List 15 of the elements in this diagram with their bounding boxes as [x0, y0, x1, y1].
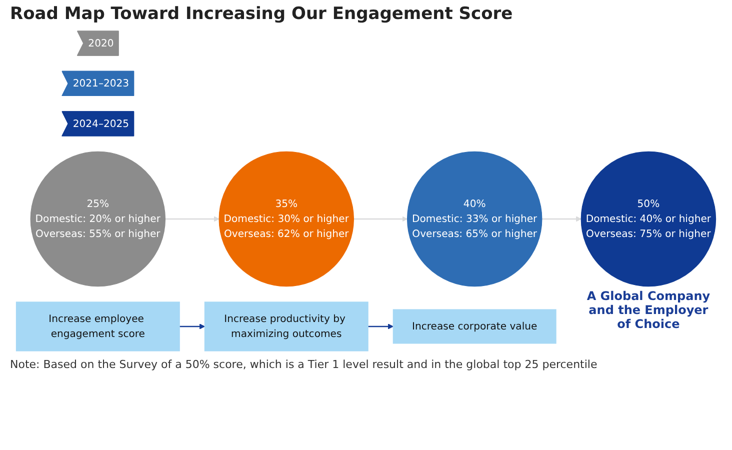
node-circle: 35% Domestic: 30% or higher Overseas: 62% or higher — [218, 151, 354, 287]
node-box: Increase employee engagement score — [16, 302, 180, 352]
node-box: Increase productivity by maximizing outcomes — [204, 302, 368, 352]
arrow — [165, 216, 220, 222]
arrow — [354, 216, 408, 222]
diagram-title: Road Map Toward Increasing Our Engagement Score — [10, 4, 514, 24]
node-caption: A Global Company and the Employer of Choice — [586, 289, 712, 332]
arrow — [542, 216, 582, 222]
node-circle: 50% Domestic: 40% or higher Overseas: 75% or higher — [580, 151, 716, 287]
note-text: Note: Based on the Survey of a 50% score, which is a Tier 1 level result and in the global top 25 percentile — [10, 358, 598, 371]
node-circle: 25% Domestic: 20% or higher Overseas: 55% or higher — [30, 151, 166, 287]
arrow — [368, 324, 394, 330]
arrow — [180, 324, 205, 330]
node-circle: 40% Domestic: 33% or higher Overseas: 65% or higher — [406, 151, 542, 287]
node-box: Increase corporate value — [392, 309, 556, 344]
